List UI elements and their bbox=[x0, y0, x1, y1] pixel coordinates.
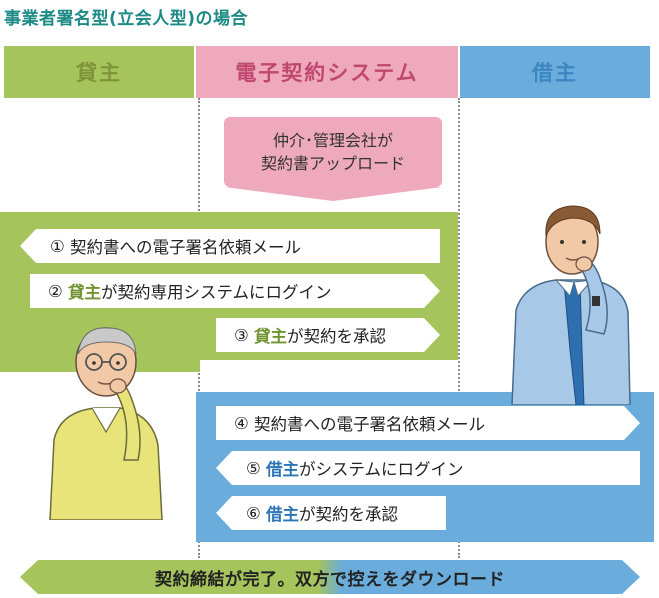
elderly-man-illustration bbox=[49, 327, 163, 520]
step-6-text: が契約を承認 bbox=[299, 505, 399, 524]
step-6-number: ⑥ bbox=[246, 503, 261, 523]
step-2-lender-login: ② 貸主 が契約専用システムにログイン bbox=[30, 274, 440, 308]
column-divider-right bbox=[458, 98, 460, 558]
step-5-text: がシステムにログイン bbox=[299, 460, 464, 479]
upload-line-1: 仲介･管理会社が bbox=[272, 130, 393, 150]
upload-line-2: 契約書アップロード bbox=[260, 154, 405, 173]
step-6-highlight: 借主 bbox=[266, 505, 300, 524]
step-3-number: ③ bbox=[234, 325, 249, 345]
step-2-highlight: 貸主 bbox=[68, 283, 102, 302]
step-3-lender-approve: ③ 貸主 が契約を承認 bbox=[216, 318, 440, 352]
step-5-number: ⑤ bbox=[246, 458, 261, 478]
lender-column-header: 貸主 bbox=[4, 46, 194, 98]
completion-banner: 契約締結が完了。双方で控えをダウンロード bbox=[20, 560, 640, 594]
step-3-text: が契約を承認 bbox=[287, 327, 387, 346]
diagram-title: 事業者署名型(立会人型)の場合 bbox=[4, 9, 249, 29]
step-5-borrower-login: ⑤ 借主 がシステムにログイン bbox=[216, 451, 640, 485]
borrower-column-header: 借主 bbox=[460, 46, 650, 98]
step-1-text: 契約書への電子署名依頼メール bbox=[70, 238, 302, 257]
step-1-lender-email: ① 契約書への電子署名依頼メール bbox=[20, 229, 440, 263]
step-2-number: ② bbox=[48, 281, 63, 301]
system-column-header: 電子契約システム bbox=[196, 46, 458, 98]
step-1-number: ① bbox=[50, 236, 65, 256]
step-2-text: が契約専用システムにログイン bbox=[101, 283, 332, 302]
upload-step-box: 仲介･管理会社が 契約書アップロード bbox=[224, 117, 442, 201]
step-4-text: 契約書への電子署名依頼メール bbox=[254, 415, 486, 434]
young-man-illustration bbox=[511, 205, 631, 405]
step-4-number: ④ bbox=[234, 413, 249, 433]
step-5-highlight: 借主 bbox=[266, 460, 300, 479]
step-3-highlight: 貸主 bbox=[254, 327, 288, 346]
step-6-borrower-approve: ⑥ 借主 が契約を承認 bbox=[216, 496, 446, 530]
step-4-borrower-email: ④ 契約書への電子署名依頼メール bbox=[216, 406, 640, 440]
